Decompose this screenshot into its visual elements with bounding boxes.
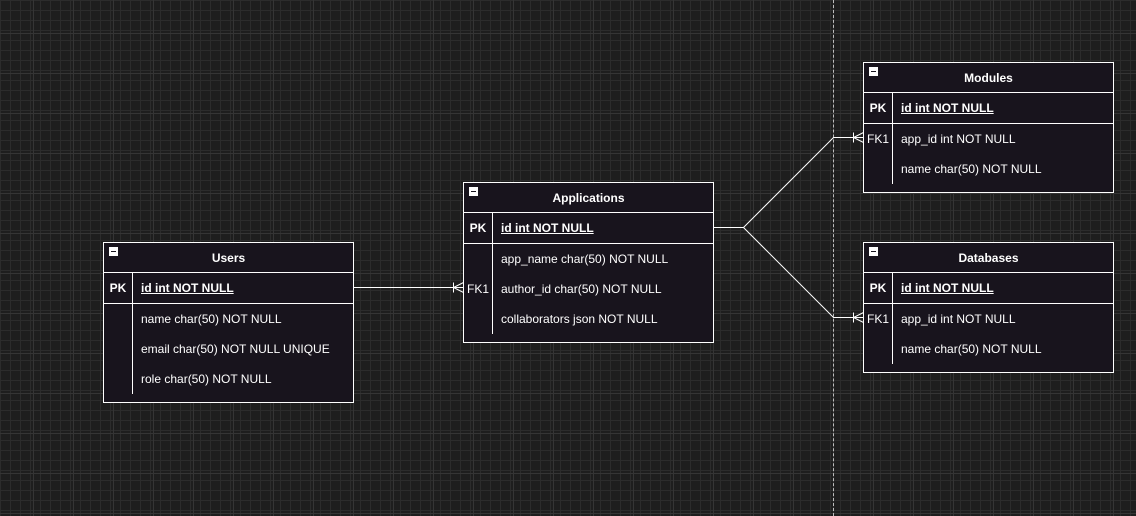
entity-header[interactable]: Applications — [464, 183, 713, 213]
attribute-text: name char(50) NOT NULL — [901, 342, 1042, 356]
entity-title: Modules — [964, 70, 1013, 85]
key-label — [104, 304, 133, 334]
entity-applications[interactable]: Applications PK id int NOT NULL app_name… — [463, 182, 714, 343]
key-label: PK — [864, 273, 893, 303]
entity-modules[interactable]: Modules PK id int NOT NULL FK1 app_id in… — [863, 62, 1114, 193]
entity-header[interactable]: Databases — [864, 243, 1113, 273]
key-label — [104, 364, 133, 394]
attribute-text: app_id int NOT NULL — [901, 132, 1016, 146]
attribute-row[interactable]: PK id int NOT NULL — [464, 213, 713, 243]
collapse-icon[interactable] — [869, 67, 878, 76]
key-label: FK1 — [464, 274, 493, 304]
key-label — [864, 334, 893, 364]
attribute-row[interactable]: FK1 app_id int NOT NULL — [864, 304, 1113, 334]
attribute-row[interactable]: role char(50) NOT NULL — [104, 364, 353, 394]
connector-applications-modules — [713, 137, 864, 228]
attribute-row[interactable]: app_name char(50) NOT NULL — [464, 244, 713, 274]
pk-section: PK id int NOT NULL — [464, 213, 713, 244]
crowfoot-modules-app — [852, 132, 864, 143]
attribute-text: app_id int NOT NULL — [901, 312, 1016, 326]
key-label — [104, 334, 133, 364]
attribute-text: id int NOT NULL — [141, 281, 234, 295]
key-label: FK1 — [864, 304, 893, 334]
key-label: FK1 — [864, 124, 893, 154]
pk-section: PK id int NOT NULL — [864, 273, 1113, 304]
pk-section: PK id int NOT NULL — [864, 93, 1113, 124]
attribute-text: author_id char(50) NOT NULL — [501, 282, 662, 296]
attribute-row[interactable]: FK1 app_id int NOT NULL — [864, 124, 1113, 154]
key-label: PK — [104, 273, 133, 303]
collapse-icon[interactable] — [869, 247, 878, 256]
pk-section: PK id int NOT NULL — [104, 273, 353, 304]
key-label — [464, 304, 493, 334]
attribute-text: id int NOT NULL — [901, 101, 994, 115]
key-label — [864, 154, 893, 184]
attribute-row[interactable]: PK id int NOT NULL — [104, 273, 353, 303]
attribute-row[interactable]: name char(50) NOT NULL — [104, 304, 353, 334]
entity-title: Applications — [552, 190, 625, 205]
attribute-row[interactable]: FK1 author_id char(50) NOT NULL — [464, 274, 713, 304]
entity-title: Users — [211, 250, 246, 265]
entity-databases[interactable]: Databases PK id int NOT NULL FK1 app_id … — [863, 242, 1114, 373]
attribute-text: name char(50) NOT NULL — [901, 162, 1042, 176]
attribute-text: role char(50) NOT NULL — [141, 372, 272, 386]
attribute-row[interactable]: email char(50) NOT NULL UNIQUE — [104, 334, 353, 364]
attribute-text: email char(50) NOT NULL UNIQUE — [141, 342, 330, 356]
collapse-icon[interactable] — [109, 247, 118, 256]
attribute-row[interactable]: name char(50) NOT NULL — [864, 154, 1113, 184]
attribute-text: name char(50) NOT NULL — [141, 312, 282, 326]
key-label — [464, 244, 493, 274]
attribute-row[interactable]: PK id int NOT NULL — [864, 273, 1113, 303]
entity-title: Databases — [958, 250, 1019, 265]
key-label: PK — [864, 93, 893, 123]
collapse-icon[interactable] — [469, 187, 478, 196]
page-boundary-line — [833, 0, 834, 516]
attribute-row[interactable]: PK id int NOT NULL — [864, 93, 1113, 123]
entity-header[interactable]: Users — [104, 243, 353, 273]
connector-applications-databases — [743, 227, 864, 318]
entity-users[interactable]: Users PK id int NOT NULL name char(50) N… — [103, 242, 354, 403]
attribute-row[interactable]: collaborators json NOT NULL — [464, 304, 713, 334]
entity-header[interactable]: Modules — [864, 63, 1113, 93]
attribute-text: app_name char(50) NOT NULL — [501, 252, 669, 266]
attribute-row[interactable]: name char(50) NOT NULL — [864, 334, 1113, 364]
key-label: PK — [464, 213, 493, 243]
attribute-text: id int NOT NULL — [501, 221, 594, 235]
crowfoot-applications-author — [452, 282, 464, 293]
attribute-text: collaborators json NOT NULL — [501, 312, 658, 326]
attribute-text: id int NOT NULL — [901, 281, 994, 295]
crowfoot-databases-app — [852, 312, 864, 323]
